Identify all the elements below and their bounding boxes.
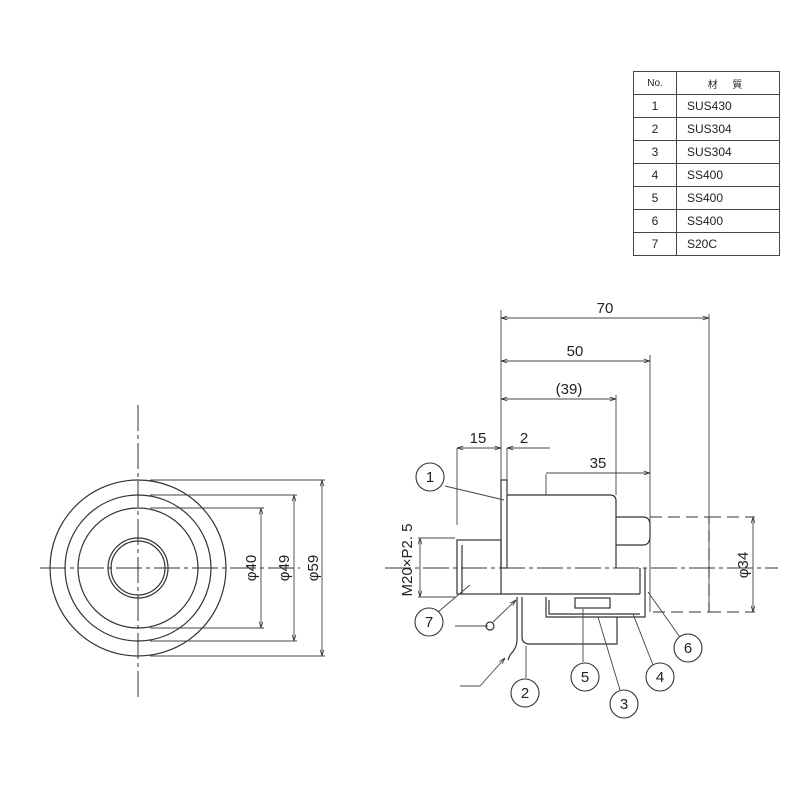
- table-row: 5 SS400: [633, 186, 780, 210]
- dim-50: 50: [567, 343, 584, 360]
- dim-d59: φ59: [305, 555, 322, 581]
- dim-2: 2: [520, 430, 528, 447]
- dim-d49: φ49: [276, 555, 293, 581]
- row-material: S20C: [676, 232, 780, 256]
- circle-49: [64, 494, 212, 642]
- svg-text:2: 2: [521, 685, 529, 702]
- balloon-6: 6: [673, 633, 703, 663]
- row-no: 3: [633, 140, 677, 164]
- balloon-4: 4: [645, 662, 675, 692]
- row-no: 7: [633, 232, 677, 256]
- row-no: 2: [633, 117, 677, 141]
- table-row: 3 SUS304: [633, 140, 780, 164]
- circle-40: [77, 507, 199, 629]
- svg-text:5: 5: [581, 669, 589, 686]
- table-row: 2 SUS304: [633, 117, 780, 141]
- balloon-2: 2: [510, 678, 540, 708]
- dim-d40: φ40: [243, 555, 260, 581]
- balloon-3: 3: [609, 689, 639, 719]
- row-material: SUS304: [676, 140, 780, 164]
- inner-circle-outer: [107, 537, 169, 599]
- balloon-5: 5: [570, 662, 600, 692]
- svg-text:6: 6: [684, 640, 692, 657]
- header-no: No.: [633, 71, 677, 95]
- side-view: 70 50 (39) 15 2 35 φ34: [385, 300, 778, 719]
- row-no: 5: [633, 186, 677, 210]
- dim-35: 35: [590, 455, 607, 472]
- svg-text:1: 1: [426, 469, 434, 486]
- table-row: 7 S20C: [633, 232, 780, 256]
- svg-text:4: 4: [656, 669, 664, 686]
- dim-thread: M20×P2. 5: [399, 524, 416, 597]
- balloon-1: 1: [415, 462, 445, 492]
- dim-15: 15: [470, 430, 487, 447]
- balloon-7: 7: [414, 607, 444, 637]
- outer-circle-59: [49, 479, 227, 657]
- row-material: SUS304: [676, 117, 780, 141]
- dim-70: 70: [597, 300, 614, 317]
- front-view: φ40 φ49 φ59: [40, 405, 325, 700]
- materials-table: No. 材 質 1 SUS430 2 SUS304 3 SUS304 4 SS4…: [633, 71, 780, 256]
- svg-text:3: 3: [620, 696, 628, 713]
- row-no: 4: [633, 163, 677, 187]
- dim-39: (39): [556, 381, 583, 398]
- inner-circle: [110, 540, 166, 596]
- svg-text:7: 7: [425, 614, 433, 631]
- dim-d34: φ34: [735, 552, 752, 578]
